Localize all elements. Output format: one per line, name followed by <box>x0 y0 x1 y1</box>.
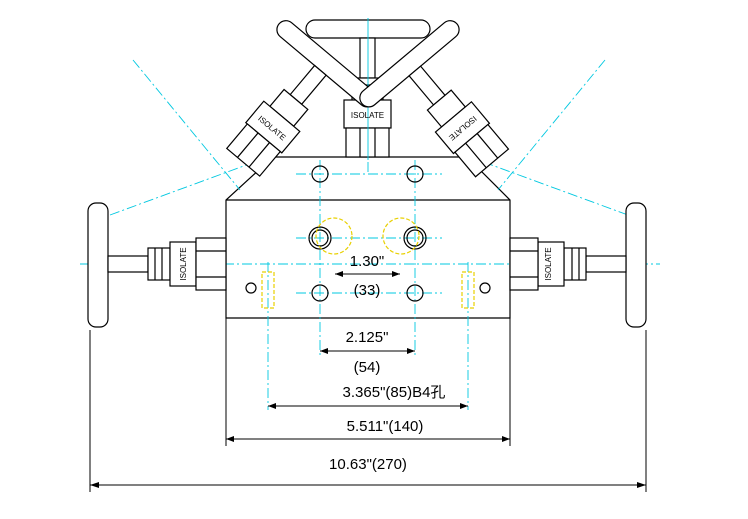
upper-right-valve: ISOLATE <box>359 20 510 178</box>
top-valve-label: ISOLATE <box>351 111 384 120</box>
left-valve: ISOLATE <box>87 202 227 328</box>
dim-33-mm: (33) <box>354 282 381 299</box>
dimension-texts: 1.30" (33) 2.125" (54) 3.365"(85)B4孔 5.5… <box>329 253 445 473</box>
right-valve-label: ISOLATE <box>544 247 553 280</box>
left-valve-label: ISOLATE <box>179 247 188 280</box>
upper-left-valve: ISOLATE <box>225 20 377 177</box>
dim-5-511: 5.511"(140) <box>347 418 424 435</box>
dim-1-30-in: 1.30" <box>350 253 385 270</box>
right-valve: ISOLATE <box>509 202 647 328</box>
dim-3-365: 3.365"(85)B4孔 <box>343 384 446 401</box>
dim-2-125-in: 2.125" <box>346 329 389 346</box>
dim-10-63: 10.63"(270) <box>329 456 407 473</box>
mounting-holes <box>245 165 491 309</box>
dimension-lines <box>89 271 647 492</box>
dim-54-mm: (54) <box>354 359 381 376</box>
